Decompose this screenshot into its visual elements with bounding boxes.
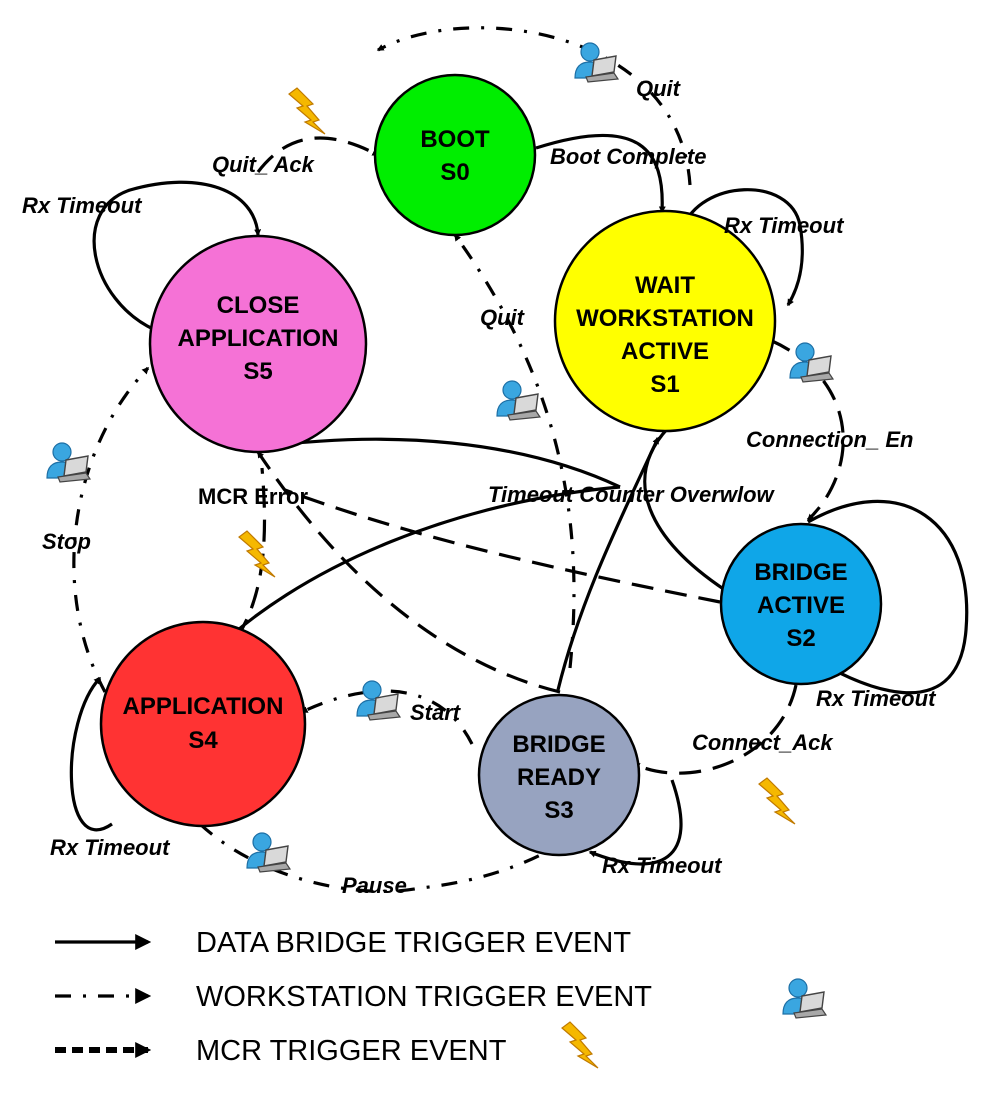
state-s3-line2: READY	[517, 764, 601, 791]
workstation-icon	[246, 832, 291, 873]
state-s1[interactable]: WAIT WORKSTATION ACTIVE S1	[553, 209, 777, 433]
edge-stop	[72, 366, 150, 693]
workstation-icon	[356, 680, 401, 721]
state-s5-line1: CLOSE	[217, 292, 300, 319]
state-s5-line2: APPLICATION	[178, 325, 339, 352]
edge-s2-s1	[643, 426, 726, 592]
edge-quit-top	[376, 26, 692, 186]
state-s1-line3: ACTIVE	[621, 338, 709, 365]
state-s0-name: BOOT	[420, 126, 490, 153]
label-pause: Pause	[342, 873, 407, 898]
edge-rx-timeout-s1	[681, 188, 804, 307]
legend-data-bridge-label: DATA BRIDGE TRIGGER EVENT	[196, 927, 631, 959]
edge-quit-ack	[256, 136, 380, 173]
state-s1-line2: WORKSTATION	[576, 305, 754, 332]
state-s4-id: S4	[188, 727, 218, 754]
label-rx-timeout-s1: Rx Timeout	[724, 213, 845, 238]
label-boot-complete: Boot Complete	[550, 144, 706, 169]
lightning-icon	[758, 777, 796, 825]
legend: DATA BRIDGE TRIGGER EVENT WORKSTATION TR…	[55, 927, 827, 1069]
workstation-icon	[46, 442, 91, 483]
workstation-icon	[574, 42, 619, 83]
label-connection-en: Connection_ En	[746, 427, 913, 452]
state-s2-line2: ACTIVE	[757, 592, 845, 619]
legend-workstation: WORKSTATION TRIGGER EVENT	[55, 978, 827, 1019]
legend-data-bridge: DATA BRIDGE TRIGGER EVENT	[55, 927, 631, 959]
label-mcr-error: MCR Error	[198, 484, 308, 509]
legend-mcr-label: MCR TRIGGER EVENT	[196, 1035, 507, 1067]
edge-boot-complete	[535, 133, 666, 214]
label-rx-timeout-s5: Rx Timeout	[22, 193, 143, 218]
label-stop: Stop	[42, 529, 91, 554]
workstation-icon	[789, 342, 834, 383]
state-s5[interactable]: CLOSE APPLICATION S5	[148, 234, 368, 454]
label-rx-timeout-s2: Rx Timeout	[816, 686, 937, 711]
label-start: Start	[410, 700, 462, 725]
label-quit-mid: Quit	[480, 305, 526, 330]
edge-rx-timeout-s3	[588, 779, 683, 866]
label-timeout-overflow: Timeout Counter Overwlow	[488, 482, 776, 507]
edge-timeout-overflow-s5	[261, 437, 621, 489]
lightning-icon	[288, 87, 326, 135]
state-s0[interactable]: BOOT S0	[373, 73, 537, 237]
state-s1-id: S1	[650, 371, 679, 398]
state-s2-id: S2	[786, 625, 815, 652]
edge-labels: Quit Quit_ Ack Boot Complete Rx Timeout …	[22, 76, 937, 898]
state-s3-line1: BRIDGE	[512, 731, 605, 758]
edge-quit-mid	[453, 233, 576, 669]
lightning-icon	[238, 530, 276, 578]
state-s5-id: S5	[243, 358, 272, 385]
state-s1-line1: WAIT	[635, 272, 695, 299]
edge-mcr-error-s2	[284, 488, 721, 604]
label-quit-ack: Quit_ Ack	[212, 152, 316, 177]
edge-start	[300, 689, 474, 745]
state-s2-line1: BRIDGE	[754, 559, 847, 586]
edge-s3-s1	[556, 436, 660, 691]
edge-rx-timeout-s4	[69, 676, 113, 832]
edge-mcr-error-s4	[213, 467, 267, 667]
edge-timeout-overflow-s4	[198, 485, 621, 667]
label-rx-timeout-s3: Rx Timeout	[602, 853, 723, 878]
lightning-icon	[561, 1021, 599, 1069]
edge-rx-timeout-s2	[799, 499, 969, 695]
legend-mcr: MCR TRIGGER EVENT	[55, 1021, 599, 1069]
state-s3-id: S3	[544, 797, 573, 824]
legend-workstation-label: WORKSTATION TRIGGER EVENT	[196, 981, 652, 1013]
edge-rx-timeout-s5	[92, 180, 262, 332]
edge-mcr-error-s3	[256, 450, 561, 694]
workstation-icon	[782, 978, 827, 1019]
edge-connect-ack	[632, 684, 798, 775]
workstation-icon	[496, 380, 541, 421]
label-rx-timeout-s4: Rx Timeout	[50, 835, 171, 860]
label-connect-ack: Connect_Ack	[692, 730, 834, 755]
label-quit-top: Quit	[636, 76, 682, 101]
state-s4[interactable]: APPLICATION S4	[99, 620, 307, 828]
state-s0-id: S0	[440, 159, 469, 186]
state-s4-name: APPLICATION	[123, 693, 284, 720]
state-s3[interactable]: BRIDGE READY S3	[477, 693, 641, 857]
state-s2[interactable]: BRIDGE ACTIVE S2	[719, 522, 883, 686]
